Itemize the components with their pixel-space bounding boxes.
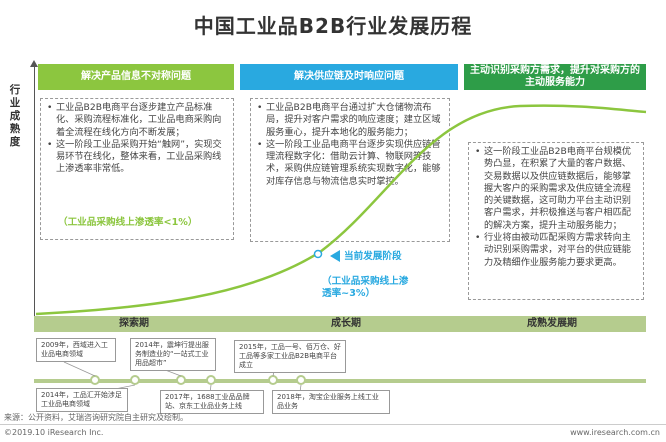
timeline-dot bbox=[90, 375, 100, 385]
timeline-line bbox=[34, 379, 646, 383]
footer-divider bbox=[0, 424, 666, 425]
phase-growth: 成长期 bbox=[331, 318, 361, 329]
timeline-event: 2014年，震坤行提出服务制造业的“一站式工业用品超市” bbox=[130, 338, 216, 371]
phase-mature: 成熟发展期 bbox=[527, 318, 577, 329]
panel-header-1: 解决产品信息不对称问题 bbox=[38, 64, 234, 90]
current-stage-label: 当前发展阶段 bbox=[344, 251, 402, 262]
timeline-event: 2014年，工品汇开始涉足工业品电商领域 bbox=[36, 388, 128, 412]
timeline-dot bbox=[268, 375, 278, 385]
panel-box-3: 这一阶段工业品B2B电商平台规模优势凸显，在积累了大量的客户数据、交易数据以及供… bbox=[468, 142, 644, 300]
current-stage-marker bbox=[313, 249, 323, 259]
current-stage-arrow-icon bbox=[330, 250, 340, 262]
connector-line bbox=[63, 361, 96, 377]
panel-1-note: （工业品采购线上渗透率<1%） bbox=[58, 217, 198, 228]
timeline-dot bbox=[176, 375, 186, 385]
phase-exploration: 探索期 bbox=[119, 318, 149, 329]
phase-bar bbox=[34, 316, 646, 332]
timeline-dot bbox=[206, 375, 216, 385]
panel-3-item: 行业将由被动匹配采购方需求转向主动识别采购需求，对平台的供应链能力及精细作业服务… bbox=[475, 232, 637, 269]
panel-3-item: 这一阶段工业品B2B电商平台规模优势凸显，在积累了大量的客户数据、交易数据以及供… bbox=[475, 146, 637, 232]
panel-header-2: 解决供应链及时响应问题 bbox=[240, 64, 458, 90]
panel-2-note: （工业品采购线上渗透率~3%） bbox=[322, 276, 409, 299]
copyright: ©2019.10 iResearch Inc. bbox=[4, 428, 104, 437]
source-note: 来源：公开资料，艾瑞咨询研究院自主研究及绘制。 bbox=[4, 413, 188, 422]
panel-2-item: 工业品B2B电商平台通过扩大仓储物流布局，提升对客户需求的响应速度；建立区域服务… bbox=[257, 102, 443, 139]
timeline-event: 2015年，工品一号、佰万仓、好工品等多家工业品B2B电商平台成立 bbox=[234, 340, 346, 373]
timeline-dot bbox=[296, 375, 306, 385]
panel-box-2: 工业品B2B电商平台通过扩大仓储物流布局，提升对客户需求的响应速度；建立区域服务… bbox=[250, 98, 450, 242]
y-axis-arrow-icon bbox=[30, 60, 38, 67]
timeline-event: 2009年，西域进入工业品电商领域 bbox=[36, 338, 116, 362]
timeline-event: 2017年，1688工业品品牌站、京东工业品业务上线 bbox=[160, 390, 264, 414]
panel-2-item: 这一阶段工业品电商平台逐步实现供应链管理流程数字化：借助云计算、物联网等技术，采… bbox=[257, 139, 443, 188]
panel-1-item: 工业品B2B电商平台逐步建立产品标准化、采购流程标准化，工业品电商采购向着全流程… bbox=[47, 102, 227, 139]
timeline-dot bbox=[130, 375, 140, 385]
y-axis-label: 行业成熟度 bbox=[9, 84, 21, 148]
panel-header-3: 主动识别采购方需求，提升对采购方的主动服务能力 bbox=[464, 64, 646, 90]
timeline-event: 2018年，淘宝企业服务上线工业品业务 bbox=[272, 390, 390, 414]
panel-1-item: 这一阶段工业品采购开始“触网”，实现交易环节在线化，整体来看，工业品采购线上渗透… bbox=[47, 139, 227, 176]
page-title: 中国工业品B2B行业发展历程 bbox=[193, 14, 473, 38]
y-axis bbox=[34, 66, 35, 318]
website: www.iresearch.com.cn bbox=[570, 428, 660, 437]
